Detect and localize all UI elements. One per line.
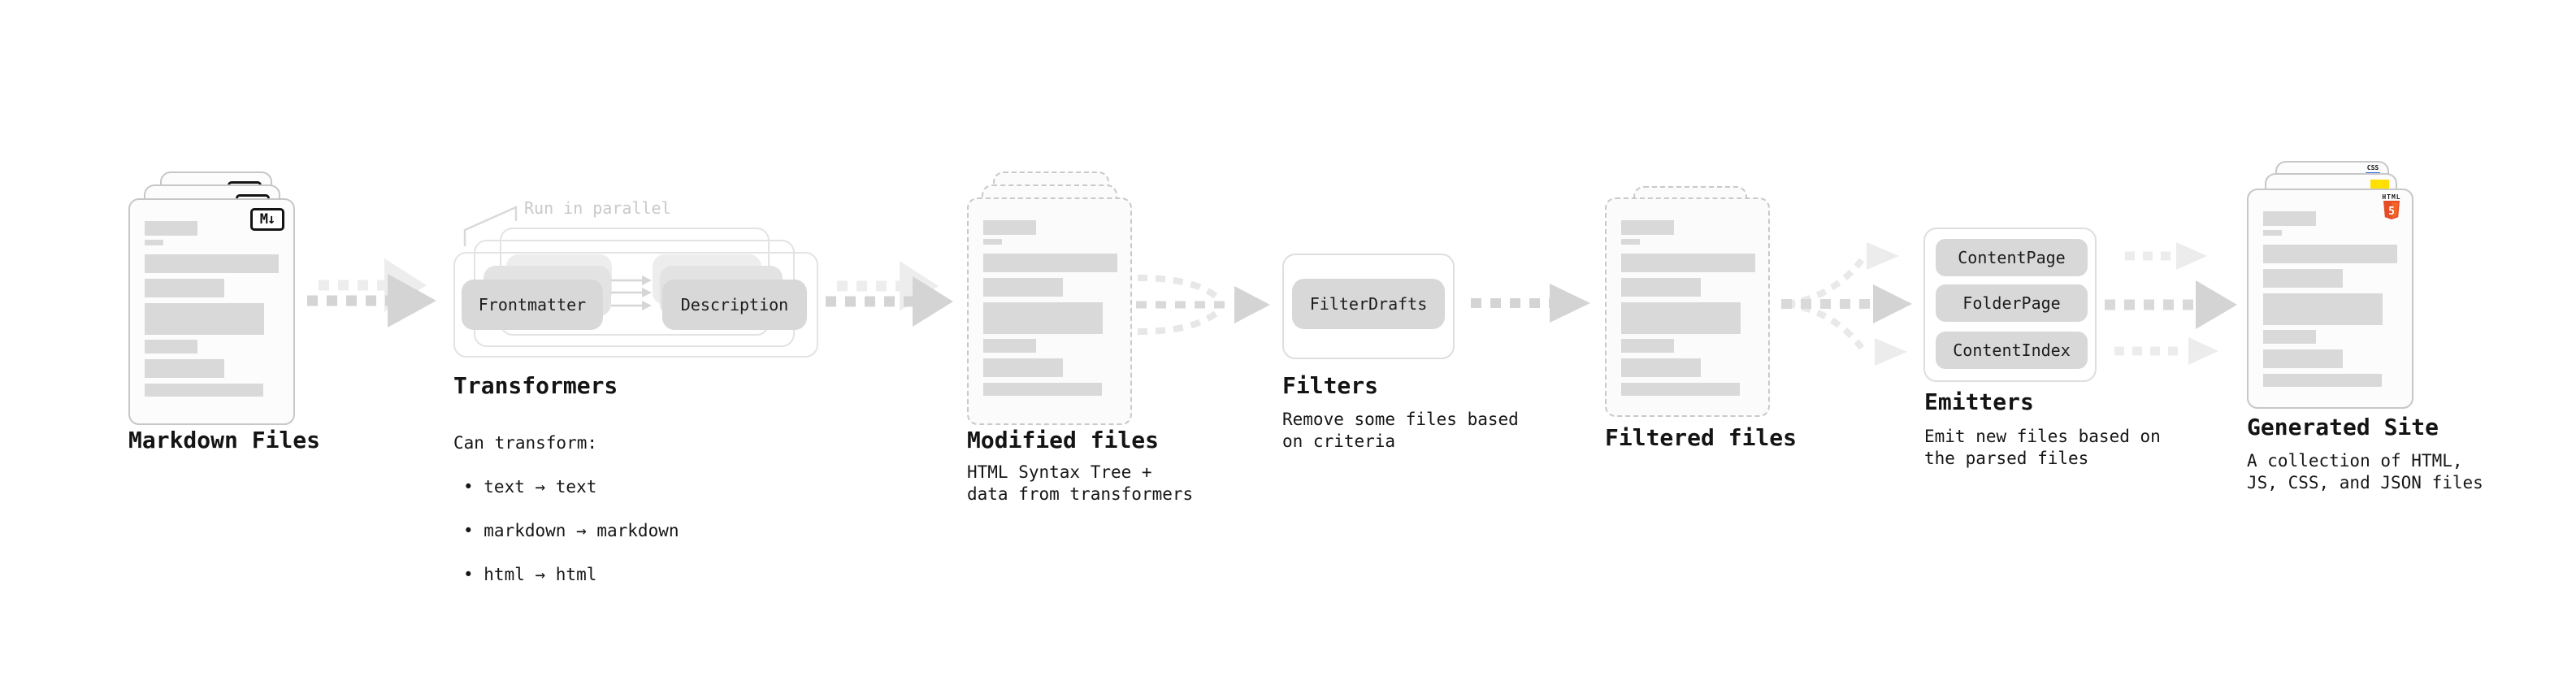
transform-bullet: • text → text [463,477,597,497]
node-title-transformers: Transformers [453,372,618,399]
node-title-filtered-files: Filtered files [1605,424,1798,451]
file-content-placeholder [2263,211,2397,387]
transform-bullet: • markdown → markdown [463,521,679,540]
emitters-container: ContentPage FolderPage ContentIndex [1923,228,2097,382]
converging-arrow-icon [1136,275,1270,335]
contentpage-box: ContentPage [1936,239,2088,276]
node-title-modified-files: Modified files [967,427,1160,453]
modified-files-description: HTML Syntax Tree + data from transformer… [967,462,1194,504]
file-content-placeholder [983,220,1117,396]
transform-bullet: • html → html [463,565,597,584]
file-content-placeholder [145,221,279,397]
flow-arrow-icon [826,261,953,327]
node-title-emitters: Emitters [1924,388,2034,415]
frontmatter-box: Frontmatter [462,280,603,330]
emitters-description: Emit new files based on the parsed files [1924,427,2161,468]
flow-arrow-icon [1471,284,1590,323]
folderpage-box: FolderPage [1936,284,2088,322]
modified-file-card-front [967,197,1132,425]
transformer-container-front [453,252,818,358]
parallel-arrows-icon [611,275,652,310]
markdown-file-card-front: M↓ [128,198,295,425]
node-title-markdown-files: Markdown Files [128,427,321,453]
filtered-file-card-front [1605,197,1770,417]
run-in-parallel-note: Run in parallel [524,198,671,218]
node-title-filters: Filters [1282,372,1379,399]
description-box: Description [662,280,807,330]
svg-text:5: 5 [2388,206,2395,218]
triple-arrow-icon [2105,242,2237,365]
html-file-card: HTML 5 [2247,189,2413,409]
transformers-description: Can transform: • text → text • markdown … [453,410,679,608]
note-connector-line [463,206,518,246]
js-icon [2370,180,2389,189]
generated-site-description: A collection of HTML, JS, CSS, and JSON … [2247,451,2483,492]
diverging-arrow-icon [1781,242,1912,366]
node-title-generated-site: Generated Site [2247,414,2439,440]
css-label: CSS [2366,164,2379,171]
filters-description: Remove some files based on criteria [1282,410,1519,451]
file-content-placeholder [1621,220,1755,396]
markdown-icon: M↓ [250,208,284,231]
html5-icon: HTML 5 [2380,193,2403,220]
can-transform-heading: Can transform: [453,433,598,453]
filterdrafts-box: FilterDrafts [1292,279,1445,329]
contentindex-box: ContentIndex [1936,332,2088,369]
html5-wordmark: HTML [2382,193,2401,201]
flow-arrow-icon [307,258,436,327]
